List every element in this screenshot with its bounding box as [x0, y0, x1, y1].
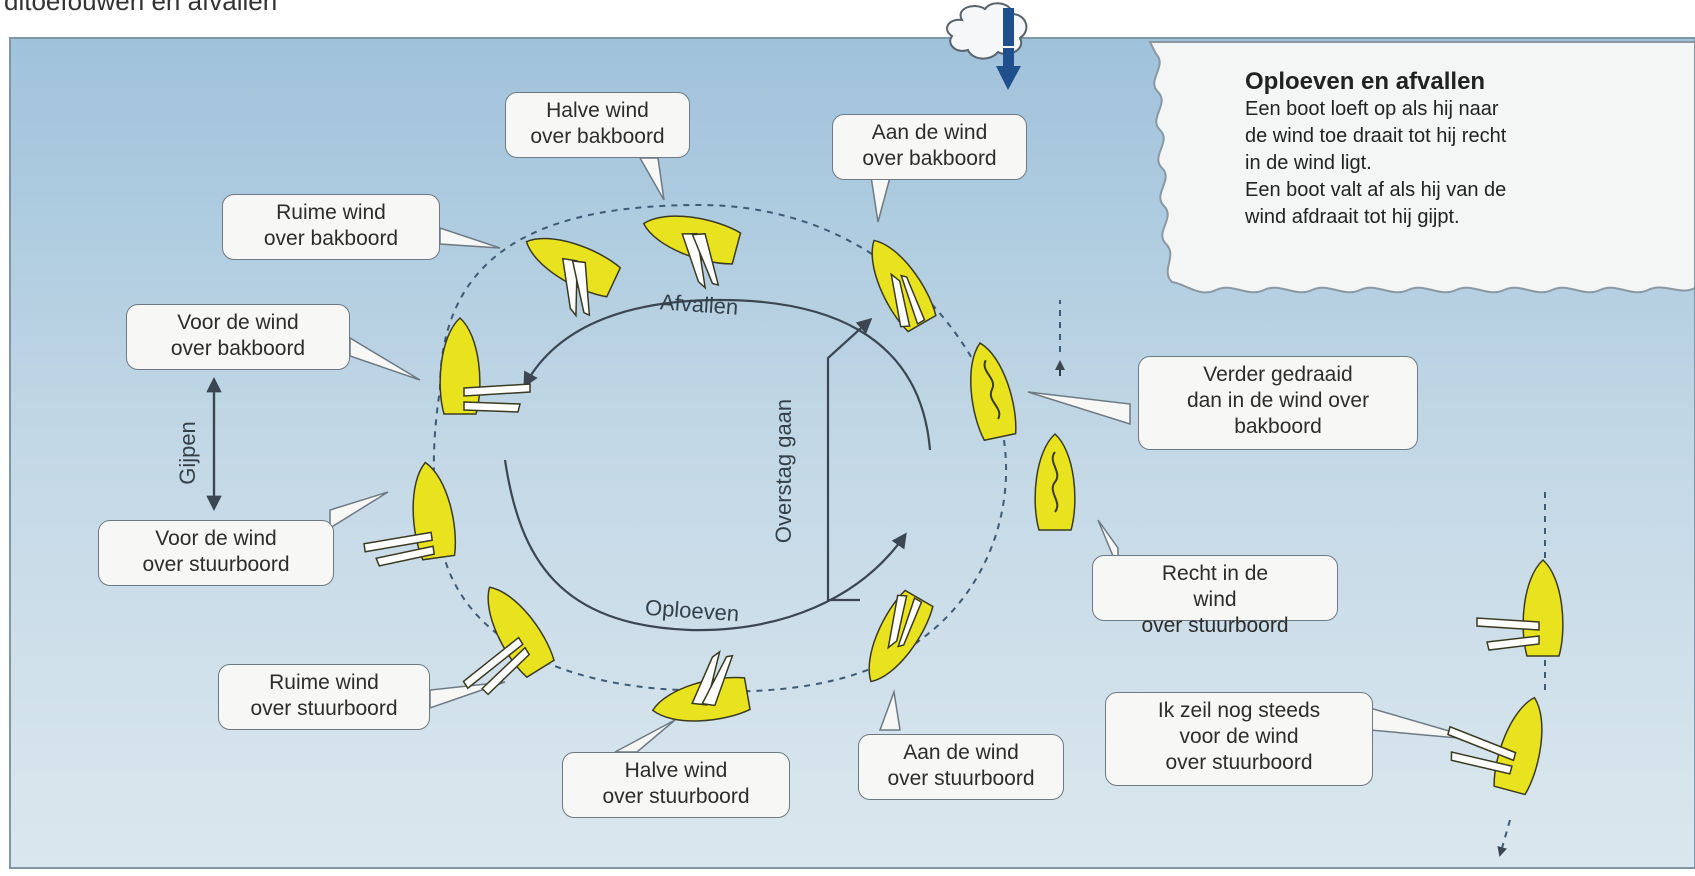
label-ruime-wind-bakboord: Ruime wind over bakboord — [222, 194, 440, 260]
overstag-label: Overstag gaan — [771, 398, 797, 544]
label-voor-de-wind-bakboord: Voor de wind over bakboord — [126, 304, 350, 370]
label-recht-in-de-wind: Recht in de wind over stuurboord — [1092, 555, 1338, 637]
course-track — [432, 203, 1546, 857]
label-ik-zeil-nog-steeds: Ik zeil nog steeds voor de wind over stu… — [1105, 692, 1373, 786]
info-box: Oploeven en afvallen Een boot loeft op a… — [1245, 68, 1665, 231]
curved-arrow-icon — [206, 298, 932, 632]
sailboat-icon — [462, 586, 555, 696]
label-ruime-wind-stuurboord: Ruime wind over stuurboord — [218, 664, 430, 730]
afvallen-label: Afvallen — [659, 289, 740, 320]
label-aan-de-wind-stuurboord: Aan de wind over stuurboord — [858, 734, 1064, 800]
sailboat-icon — [439, 316, 531, 415]
page-header-caption: ditoefouwen en afvallen — [4, 0, 278, 16]
sailboat-icon — [1447, 696, 1543, 796]
wind-cloud-icon — [946, 2, 1028, 90]
label-halve-wind-bakboord: Halve wind over bakboord — [505, 92, 690, 158]
sailboat-icon — [1476, 558, 1564, 657]
label-voor-de-wind-stuurboord: Voor de wind over stuurboord — [98, 520, 334, 586]
info-cloud-shape — [1148, 41, 1695, 294]
sailboat-icon — [642, 215, 742, 290]
sailboat-icon — [1034, 432, 1076, 531]
info-body: Een boot loeft op als hij naar de wind t… — [1245, 98, 1507, 228]
sailboat-icon — [363, 461, 457, 567]
label-aan-de-wind-bakboord: Aan de wind over bakboord — [832, 114, 1027, 180]
sailboat-icon — [868, 589, 934, 683]
info-title: Oploeven en afvallen — [1245, 68, 1486, 95]
gijpen-label: Gijpen — [174, 421, 200, 485]
sailboat-icon — [871, 239, 937, 333]
sailboat-icon — [525, 237, 622, 318]
wind-arrow-icon — [996, 66, 1021, 90]
sailboat-icon — [970, 342, 1017, 442]
boats — [363, 215, 1564, 796]
sailboat-icon — [651, 649, 751, 722]
label-verder-gedraaid: Verder gedraaid dan in de wind over bakb… — [1138, 356, 1418, 450]
label-halve-wind-stuurboord: Halve wind over stuurboord — [562, 752, 790, 818]
